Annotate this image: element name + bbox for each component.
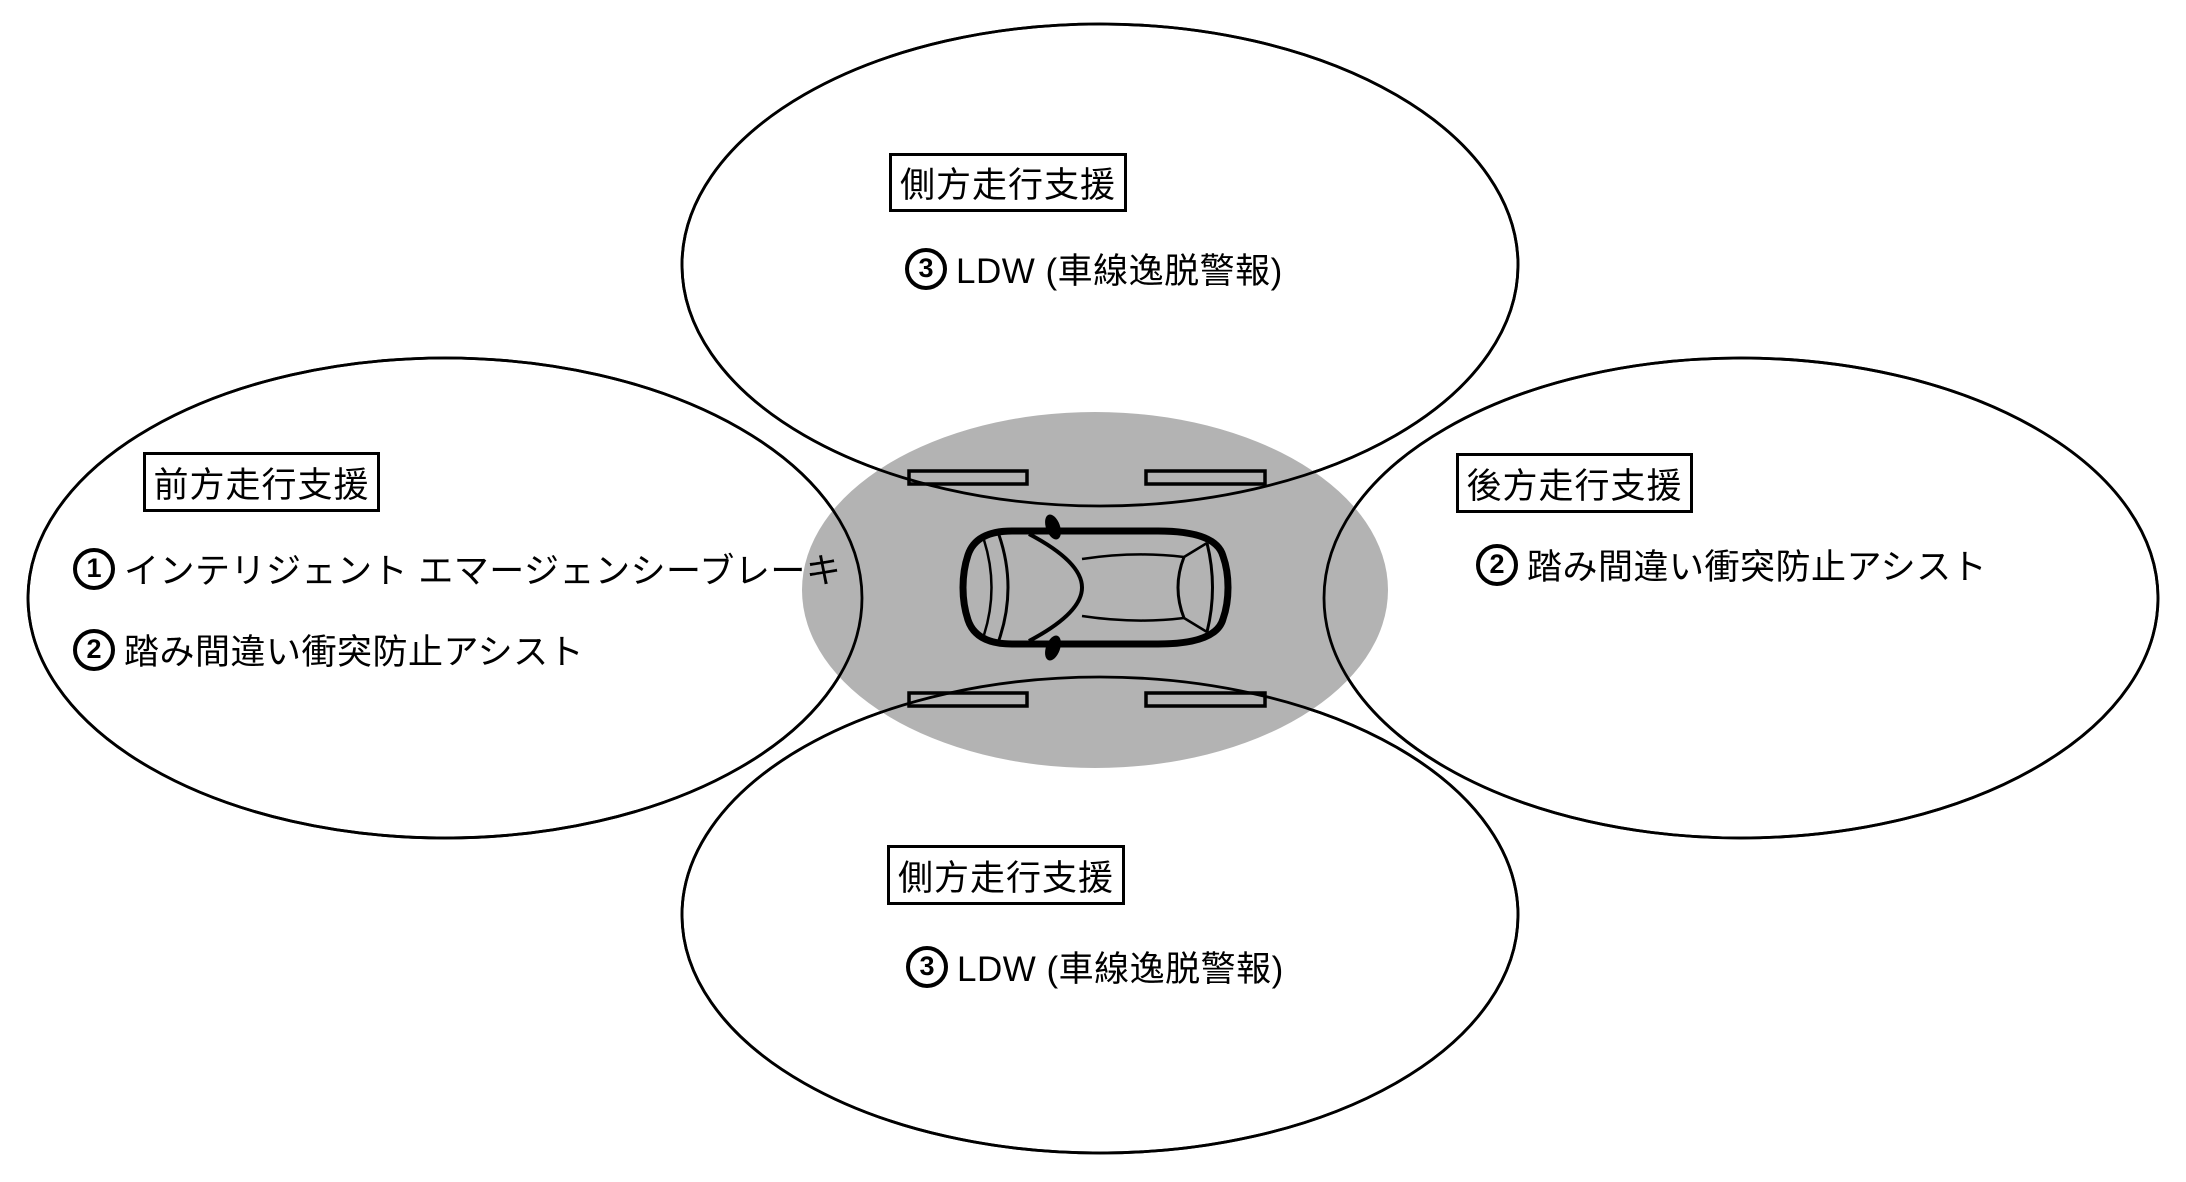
lane-marking-bottom-right [1144,691,1267,708]
feature-text: インテリジェント エマージェンシーブレーキ [124,552,842,591]
zone-outline-side-bottom [680,675,1520,1155]
side-mirror-bottom [1045,635,1061,661]
feature-item-front-1: 1 インテリジェント エマージェンシーブレーキ [73,543,841,594]
lane-marking-top-right [1144,469,1267,486]
circled-number-icon: 3 [906,945,948,988]
feature-item-side-bottom: 3 LDW (車線逸脱警報) [906,941,1284,992]
feature-text: LDW (車線逸脱警報) [956,252,1283,291]
zone-label-side-bottom: 側方走行支援 [887,845,1125,905]
circled-number-icon: 2 [1476,543,1518,586]
side-mirror-top [1045,514,1061,540]
zone-label-rear: 後方走行支援 [1456,453,1693,513]
feature-text: 踏み間違い衝突防止アシスト [124,633,585,672]
circled-number-icon: 2 [73,628,115,671]
feature-item-rear: 2 踏み間違い衝突防止アシスト [1476,539,1987,590]
circled-number-icon: 3 [905,247,947,290]
detection-area-ellipse [802,412,1388,768]
feature-text: LDW (車線逸脱警報) [957,950,1284,989]
feature-item-front-2: 2 踏み間違い衝突防止アシスト [73,624,584,675]
car-top-view-icon [959,514,1232,661]
zone-outline-side-top [680,22,1520,508]
zone-outline-rear [1322,356,2160,840]
circled-number-icon: 1 [73,547,115,590]
zone-ellipse-front [26,356,864,840]
zone-label-front: 前方走行支援 [143,452,380,512]
zone-label-side-top: 側方走行支援 [889,153,1127,212]
feature-item-side-top: 3 LDW (車線逸脱警報) [905,243,1283,294]
zone-ellipse-rear [1322,356,2160,840]
lane-marking-bottom-left [907,691,1029,708]
zone-outline-front [26,356,864,840]
feature-text: 踏み間違い衝突防止アシスト [1527,548,1988,587]
lane-marking-top-left [907,469,1029,486]
